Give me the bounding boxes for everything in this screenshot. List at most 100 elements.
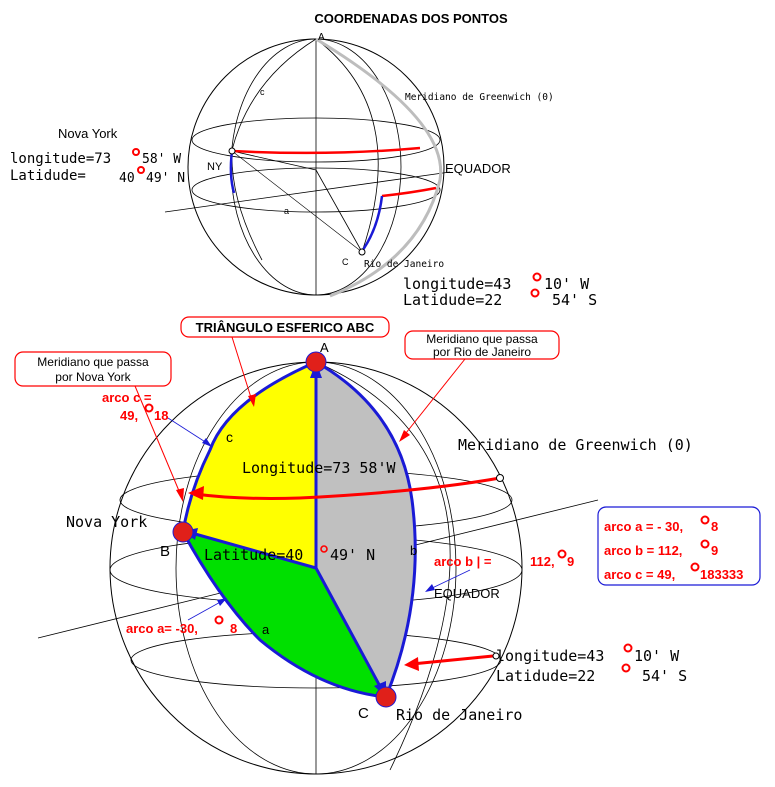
arco-c-line2b: 18	[154, 408, 168, 423]
label-c-arc: c	[226, 429, 233, 445]
top-rio-point	[358, 248, 366, 256]
vertex-c-marker	[375, 686, 397, 708]
rio-parallel-arrow	[404, 657, 419, 671]
summary-line1: arco a = - 30,	[604, 519, 683, 534]
summary-line2b: 9	[711, 543, 718, 558]
bottom-rio-latitude-degree	[621, 663, 631, 673]
triangle-title: TRIÂNGULO ESFERICO ABC	[196, 320, 375, 335]
arco-c-degree	[144, 403, 154, 413]
bottom-ny-name: Nova York	[66, 513, 147, 531]
summary-line2-degree	[700, 539, 710, 549]
top-ny-longitude: longitude=73	[10, 151, 111, 167]
top-chord	[231, 150, 363, 253]
region-yellow	[183, 362, 316, 568]
callout-rio-pointer	[401, 358, 466, 439]
top-label-a-upper: A	[318, 32, 325, 43]
callout-ny-pointer	[134, 385, 183, 499]
triangle-title-box	[180, 316, 390, 338]
top-title: COORDENADAS DOS PONTOS	[314, 11, 508, 26]
top-ny-latitude-min: 49' N	[146, 171, 185, 186]
greenwich-point-upper	[496, 474, 504, 482]
region-green	[183, 532, 386, 697]
bottom-meridian-right	[315, 361, 451, 771]
callout-rio-box	[404, 330, 560, 360]
arc-summary-box: arco a = - 30, 8 arco b = 112, 9 arco c …	[597, 506, 761, 586]
triangle-title-pointer	[231, 336, 254, 405]
bottom-equador-label: EQUADOR	[434, 586, 500, 601]
top-rio-latitude: Latidude=22	[403, 291, 502, 309]
callout-ny-box	[14, 351, 172, 387]
top-ny-latitude: Latidude=	[10, 168, 86, 184]
callout-ny-line1: Meridiano que passa	[37, 355, 149, 369]
callout-rio-line1: Meridiano que passa	[426, 332, 538, 346]
top-rio-latitude-min: 54' S	[552, 291, 597, 309]
label-c-vertex: C	[358, 705, 369, 722]
vertex-b-marker	[172, 521, 194, 543]
arco-a-value-b: 8	[230, 621, 237, 636]
top-rio-arc-blue	[358, 195, 384, 255]
top-rio-longitude-degree	[532, 272, 542, 282]
callout-ny-pointer-head	[176, 488, 184, 502]
arc-c-blue	[181, 360, 317, 533]
arco-b-degree	[557, 549, 567, 559]
bottom-latitude-text: Latitude=40	[204, 546, 303, 564]
bottom-rio-latitude-min: 54' S	[642, 667, 687, 685]
top-equador-label: EQUADOR	[445, 161, 511, 176]
ny-parallel-arrow	[188, 486, 204, 500]
top-label-c-point: C	[342, 257, 349, 267]
callout-rio-pointer-head	[399, 430, 410, 442]
ny-parallel-red	[194, 476, 501, 500]
callout-rio-line2: por Rio de Janeiro	[433, 345, 531, 359]
radius-ob	[187, 530, 317, 570]
top-ny-parallel-red	[231, 146, 421, 155]
top-ny-arc-blue	[229, 150, 236, 194]
arco-c-line1: arco c =	[102, 390, 152, 405]
top-radius-ny	[231, 150, 317, 171]
summary-line3: arco c = 49,	[604, 567, 675, 582]
top-meridian-left	[231, 38, 317, 261]
arco-b-value: 112,	[530, 554, 555, 569]
top-ny-name: Nova York	[58, 126, 118, 141]
top-rio-longitude-min: 10' W	[544, 275, 590, 293]
top-ny-point	[228, 147, 236, 155]
summary-line3-degree	[690, 562, 700, 572]
bottom-longitude-text: Longitude=73 58'W	[242, 459, 396, 477]
bottom-rio-latitude: Latidude=22	[496, 667, 595, 685]
top-radius-rio	[315, 169, 363, 253]
arco-c-pointer	[167, 417, 211, 446]
arco-a-pointer-head	[217, 598, 227, 606]
bottom-rio-longitude-min: 10' W	[634, 647, 680, 665]
bottom-rio-name: Rio de Janeiro	[396, 706, 522, 724]
arco-a-text: arco a= -30,	[126, 621, 198, 636]
callout-ny-line2: por Nova York	[55, 370, 131, 384]
top-rio-longitude: longitude=43	[403, 275, 511, 293]
top-rio-parallel-red	[381, 186, 437, 198]
arco-a-degree	[214, 615, 224, 625]
rio-parallel-red	[411, 654, 494, 666]
greenwich-point-lower	[492, 652, 500, 660]
arc-a-blue	[181, 531, 387, 699]
arco-c-line2: 49,	[120, 408, 138, 423]
bottom-sphere: A B C c b a TRIÂNGULO ESFERICO ABC Merid…	[14, 316, 693, 775]
arc-b-blue	[315, 360, 417, 698]
bottom-greenwich-label: Meridiano de Greenwich (0)	[458, 436, 693, 454]
vertex-a-marker	[305, 351, 327, 373]
arco-b-text: arco b | =	[434, 554, 492, 569]
top-rio-latitude-degree	[530, 288, 540, 298]
summary-line1b: 8	[711, 519, 718, 534]
top-rio-label: Rio de Janeiro	[364, 259, 444, 270]
label-b-vertex: B	[160, 543, 170, 560]
summary-line1-degree	[700, 515, 710, 525]
summary-box-frame	[597, 506, 761, 586]
arco-b-pointer-head	[425, 584, 435, 592]
radius-oc	[314, 567, 384, 691]
bottom-rio-longitude: longitude=43	[496, 647, 604, 665]
top-ny-latitude-degree	[137, 166, 145, 174]
top-sphere: COORDENADAS DOS PONTOS A c a NY C Merid	[10, 11, 597, 309]
top-label-c: c	[260, 87, 265, 97]
top-greenwich-label: Meridiano de Greenwich (0)	[405, 92, 554, 103]
label-a-vertex: A	[320, 340, 329, 355]
triangle-title-pointer-head	[248, 394, 256, 407]
arco-a-pointer	[187, 599, 225, 621]
arco-c-pointer-head	[202, 438, 212, 447]
